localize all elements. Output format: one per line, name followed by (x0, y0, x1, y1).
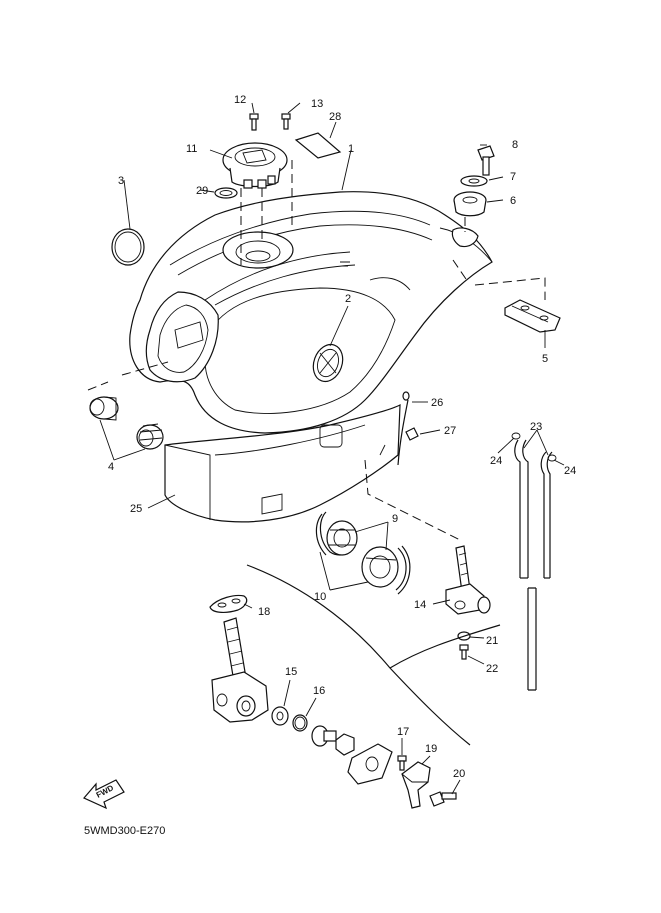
callout-18: 18 (258, 606, 270, 618)
hose-clip-26 (397, 391, 410, 466)
callout-4: 4 (108, 461, 114, 473)
guide-line-front (87, 361, 169, 391)
clip-27 (405, 427, 419, 441)
callout-14: 14 (414, 599, 426, 611)
callout-2: 2 (345, 293, 351, 305)
callout-13: 13 (311, 98, 323, 110)
front-damper-4b (136, 423, 164, 450)
fuel-cock-14 (445, 545, 491, 615)
screw-17 (397, 755, 407, 771)
callout-19: 19 (425, 743, 437, 755)
frame-line-2 (389, 624, 501, 669)
cap-bolt-12 (249, 113, 259, 131)
screw-20 (429, 791, 457, 807)
rear-bolt-8 (477, 145, 495, 176)
front-damper-4a (89, 396, 119, 421)
guide-line-cock (364, 459, 461, 541)
callout-12: 12 (234, 94, 246, 106)
gasket-18 (209, 594, 248, 613)
callout-20: 20 (453, 768, 465, 780)
callout-21: 21 (486, 635, 498, 647)
forward-arrow-icon: FWD (83, 779, 125, 810)
cap-bolt-13 (281, 113, 291, 130)
sender-plate-9a (326, 520, 358, 556)
o-ring-3 (111, 228, 145, 266)
callout-9: 9 (392, 513, 398, 525)
callout-23: 23 (530, 421, 542, 433)
callout-1: 1 (348, 143, 354, 155)
callout-7: 7 (510, 171, 516, 183)
callout-26: 26 (431, 397, 443, 409)
frame-line (246, 564, 471, 746)
leader-lines (99, 102, 565, 795)
fuel-cap-assembly (222, 142, 288, 189)
callout-8: 8 (512, 139, 518, 151)
rear-cushion-5 (504, 299, 561, 333)
hose-clip-24b (547, 454, 557, 462)
label-28 (294, 132, 342, 159)
diagram-code: 5WMD300-E270 (84, 825, 165, 837)
callout-28: 28 (329, 111, 341, 123)
gasket-10b (395, 545, 411, 595)
callout-27: 27 (444, 425, 456, 437)
callout-labels: 1 2 3 4 5 6 7 8 9 10 11 12 13 14 15 16 1… (108, 94, 576, 780)
sender-plate-9b (361, 546, 399, 588)
damper-6 (453, 191, 487, 217)
callout-15: 15 (285, 666, 297, 678)
o-ring-16 (292, 714, 308, 732)
callout-24a: 24 (490, 455, 502, 467)
washer-7 (460, 175, 488, 187)
breather-hose-23 (514, 439, 553, 691)
tank-emblem (312, 343, 344, 383)
drain-seal-29 (214, 187, 238, 199)
callout-16: 16 (313, 685, 325, 697)
callout-5: 5 (542, 353, 548, 365)
tank-lower-cover (164, 404, 401, 523)
guide-line-cushion (474, 277, 546, 300)
callout-3: 3 (118, 175, 124, 187)
guide-line-cushion-2 (452, 259, 469, 283)
fuel-cock-body (211, 617, 269, 723)
valve-lever-assembly (311, 725, 393, 785)
callout-24b: 24 (564, 465, 576, 477)
callout-6: 6 (510, 195, 516, 207)
lever-19 (401, 761, 431, 809)
screw-22 (459, 644, 469, 660)
callout-22: 22 (486, 663, 498, 675)
callout-11: 11 (186, 143, 197, 155)
callout-10: 10 (314, 591, 326, 603)
callout-17: 17 (397, 726, 409, 738)
washer-15 (271, 706, 289, 726)
callout-25: 25 (130, 503, 142, 515)
hose-clip-24a (511, 432, 521, 440)
callout-29: 29 (196, 185, 208, 197)
fuel-tank (129, 191, 493, 434)
